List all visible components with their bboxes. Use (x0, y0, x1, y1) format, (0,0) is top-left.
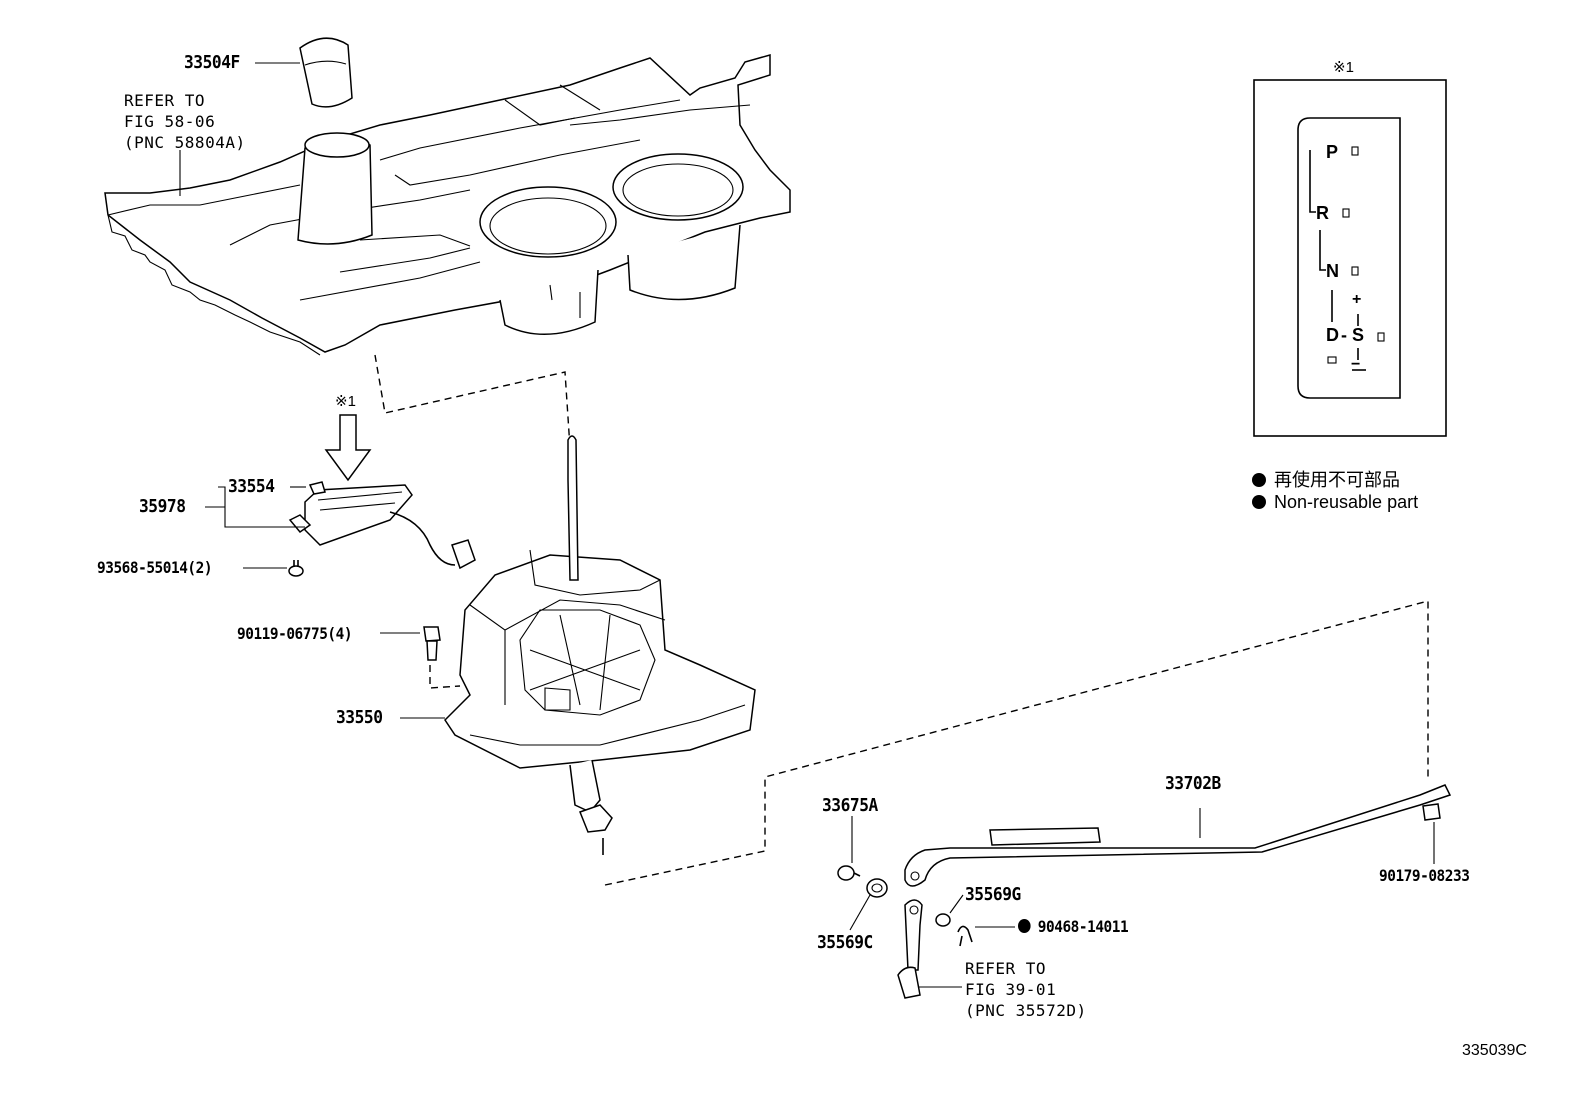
part-label-bolt[interactable]: 90119-06775(4) (237, 624, 353, 643)
leader-lines (179, 62, 1435, 988)
ref-note-transmission[interactable]: REFER TO FIG 39-01 (PNC 35572D) (965, 958, 1087, 1021)
guide-line-cable (604, 600, 1429, 886)
non-reusable-icon (1018, 919, 1031, 933)
clip (957, 925, 973, 947)
legend-jp: 再使用不可部品 (1252, 466, 1400, 492)
non-reusable-icon (1252, 495, 1266, 509)
gate-inset (1253, 79, 1447, 437)
part-label-indicator[interactable]: 33554 (228, 476, 275, 497)
retainer (837, 865, 861, 881)
note-mark-arrow: ※1 (335, 393, 356, 410)
gate-p: P (1326, 142, 1339, 162)
ref-line: (PNC 35572D) (965, 1001, 1087, 1020)
shift-knob (299, 37, 353, 108)
shift-indicator (288, 481, 476, 570)
gate-plus: + (1352, 291, 1362, 308)
gate-s: S (1352, 325, 1365, 345)
gate-n: N (1326, 261, 1339, 281)
view-arrow (324, 414, 372, 482)
ref-line: (PNC 58804A) (124, 133, 246, 152)
illustration-code: 335039C (1462, 1042, 1527, 1059)
legend-en: Non-reusable part (1252, 492, 1418, 513)
part-label-retainer[interactable]: 33675A (822, 795, 878, 816)
legend-text: 再使用不可部品 (1274, 470, 1400, 490)
guide-line-console (374, 354, 573, 479)
part-label-cable-nut[interactable]: 90179-08233 (1379, 866, 1470, 885)
part-label-knob[interactable]: 33504F (184, 52, 240, 73)
transmission-lever (897, 899, 923, 999)
screw (288, 560, 304, 577)
ref-line: FIG 58-06 (124, 112, 216, 131)
bolt (423, 626, 441, 661)
part-label-clip[interactable]: 90468-14011 (1018, 917, 1129, 936)
gate-dash: - (1341, 325, 1347, 345)
legend-text: Non-reusable part (1274, 492, 1419, 512)
shift-lever-assy (444, 435, 756, 855)
bushing-c (866, 878, 888, 898)
ref-note-console[interactable]: REFER TO FIG 58-06 (PNC 58804A) (124, 90, 246, 153)
part-label-shift-lever[interactable]: 33550 (336, 707, 383, 728)
ref-line: FIG 39-01 (965, 980, 1057, 999)
gate-minus: − (1351, 356, 1361, 373)
part-label-bushing-c[interactable]: 35569C (817, 932, 873, 953)
shift-cable (904, 784, 1452, 887)
non-reusable-icon (1252, 473, 1266, 487)
center-console (104, 54, 791, 356)
bushing-g (935, 913, 951, 927)
part-label-cable[interactable]: 33702B (1165, 773, 1221, 794)
clip-number: 90468-14011 (1037, 917, 1129, 936)
part-label-screw[interactable]: 93568-55014(2) (97, 558, 213, 577)
note-mark-inset: ※1 (1333, 59, 1354, 76)
ref-line: REFER TO (965, 959, 1047, 978)
guide-line-bolt (429, 665, 461, 689)
gate-r: R (1316, 203, 1329, 223)
ref-line: REFER TO (124, 91, 206, 110)
part-label-indicator-assy[interactable]: 35978 (139, 496, 186, 517)
gate-d: D (1326, 325, 1339, 345)
part-label-bushing-g[interactable]: 35569G (965, 884, 1021, 905)
